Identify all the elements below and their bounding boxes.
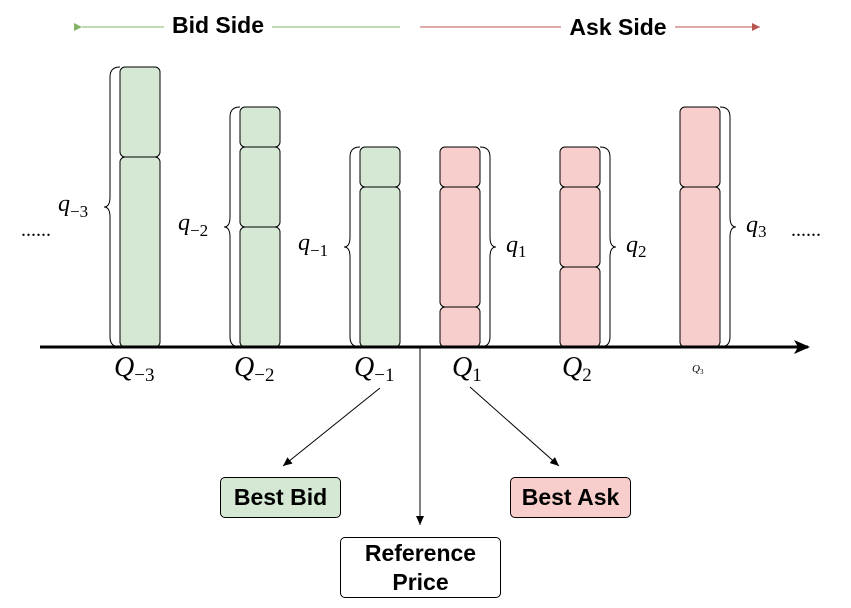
brace-q-3	[719, 106, 737, 348]
order-block	[239, 226, 281, 348]
label-Q-3: Q3	[692, 363, 704, 376]
order-block	[359, 146, 401, 188]
order-block	[359, 186, 401, 348]
order-block	[559, 186, 601, 268]
ask-level-2-bar	[559, 146, 601, 348]
reference-price-label-line2: Price	[392, 568, 449, 595]
brace-q-1	[479, 146, 497, 348]
label-Q-minus-1: Q−1	[354, 352, 394, 386]
order-block	[679, 186, 721, 348]
order-block	[559, 146, 601, 188]
order-block	[559, 266, 601, 348]
order-block	[119, 66, 161, 158]
best-bid-box: Best Bid	[220, 477, 341, 518]
bid-level-minus-2-bar	[239, 106, 281, 348]
label-q-3: q3	[746, 212, 767, 241]
best-bid-pointer-arrow	[282, 387, 381, 467]
brace-q-minus-1	[343, 146, 361, 348]
order-block	[439, 306, 481, 348]
label-q-minus-1: q−1	[298, 230, 328, 260]
label-Q-2: Q2	[562, 352, 592, 386]
brace-q-minus-2	[223, 106, 241, 348]
ellipsis-right: ......	[791, 219, 821, 241]
label-q-1: q1	[506, 232, 527, 261]
order-block	[679, 106, 721, 188]
ask-level-1-bar	[439, 146, 481, 348]
label-q-2: q2	[626, 232, 647, 261]
bid-level-minus-3-bar	[119, 66, 161, 348]
best-ask-box: Best Ask	[510, 477, 631, 518]
best-ask-label: Best Ask	[521, 484, 620, 510]
order-block	[119, 156, 161, 348]
order-block	[239, 146, 281, 228]
label-Q-1: Q1	[452, 352, 482, 386]
ellipsis-left: ......	[21, 219, 51, 241]
order-block	[439, 146, 481, 188]
best-ask-pointer-arrow	[469, 386, 560, 467]
brace-q-minus-3	[103, 66, 121, 348]
order-block	[239, 106, 281, 148]
bid-level-minus-1-bar	[359, 146, 401, 348]
ask-level-3-bar	[679, 106, 721, 348]
ask-side-label: Ask Side	[569, 14, 666, 40]
brace-q-2	[599, 146, 617, 348]
label-q-minus-3: q−3	[58, 191, 88, 221]
order-block	[439, 186, 481, 308]
reference-price-box: Reference Price	[340, 537, 501, 598]
best-bid-label: Best Bid	[233, 484, 328, 510]
price-axis-arrowhead	[794, 340, 810, 354]
label-q-minus-2: q−2	[178, 210, 208, 240]
bid-side-label: Bid Side	[172, 12, 264, 38]
reference-price-label-line1: Reference	[364, 539, 477, 566]
label-Q-minus-3: Q−3	[114, 352, 154, 386]
label-Q-minus-2: Q−2	[234, 352, 274, 386]
